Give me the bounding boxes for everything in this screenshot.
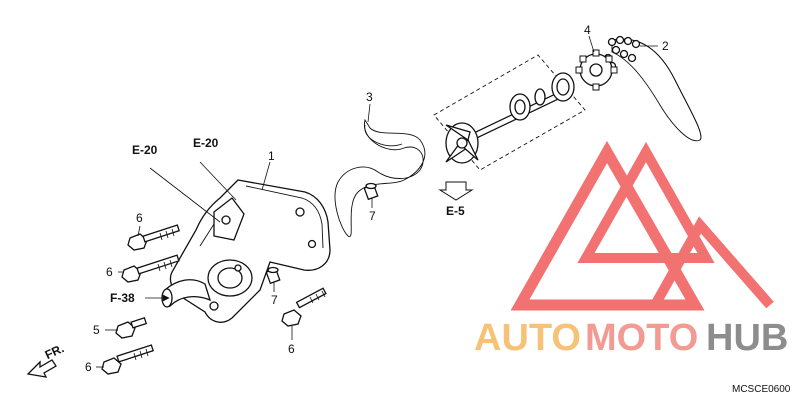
watermark-triangle-icon xyxy=(510,140,774,311)
bolt-6-bottom xyxy=(101,344,154,375)
callout-3: 3 xyxy=(366,90,373,104)
bolt-5 xyxy=(115,317,148,339)
part-7-dowel-pin-upper xyxy=(363,182,379,201)
part-4-sprocket xyxy=(575,49,618,91)
bearing xyxy=(551,72,575,102)
callout-4: 4 xyxy=(584,23,591,37)
impeller xyxy=(445,122,479,164)
watermark-brand-hub: HUB xyxy=(706,317,788,359)
callout-7-lower: 7 xyxy=(271,293,278,307)
callout-6-bottom: 6 xyxy=(85,360,92,374)
part-2-chain xyxy=(603,35,702,142)
bolt-6-top xyxy=(127,224,180,251)
watermark-brand-auto: AUTO xyxy=(474,317,581,359)
callout-6-middle: 6 xyxy=(106,265,113,279)
callout-2: 2 xyxy=(662,39,669,53)
mechanical-seal xyxy=(509,93,531,121)
bolt-6-middle xyxy=(121,254,180,283)
diagram-code: MCSCE0600 xyxy=(732,384,791,395)
part-1-pump-cover xyxy=(161,179,331,323)
callout-1: 1 xyxy=(268,149,275,163)
watermark-logo: AUTO MOTO HUB xyxy=(474,140,788,359)
bolt-6-right xyxy=(281,287,327,327)
water-pump-internals-box xyxy=(433,54,586,201)
callout-6-right: 6 xyxy=(288,342,295,356)
part-7-dowel-pin-lower xyxy=(265,266,281,285)
callout-6-top: 6 xyxy=(136,211,143,225)
front-direction-label: FR. xyxy=(43,341,66,362)
leader-lines xyxy=(96,35,658,368)
reference-e5: E-5 xyxy=(446,204,465,218)
callout-7-upper: 7 xyxy=(369,209,376,223)
reference-e20-left: E-20 xyxy=(132,143,158,157)
part-3-gasket xyxy=(334,118,426,237)
arrow-down-icon xyxy=(438,181,474,201)
callout-5: 5 xyxy=(93,323,100,337)
reference-e20-right: E-20 xyxy=(193,136,219,150)
washer xyxy=(534,88,546,106)
outlet-pipe xyxy=(161,279,212,308)
watermark-brand-moto: MOTO xyxy=(585,317,698,359)
reference-f38: F-38 xyxy=(110,291,135,305)
front-direction-arrow-icon xyxy=(26,359,57,378)
